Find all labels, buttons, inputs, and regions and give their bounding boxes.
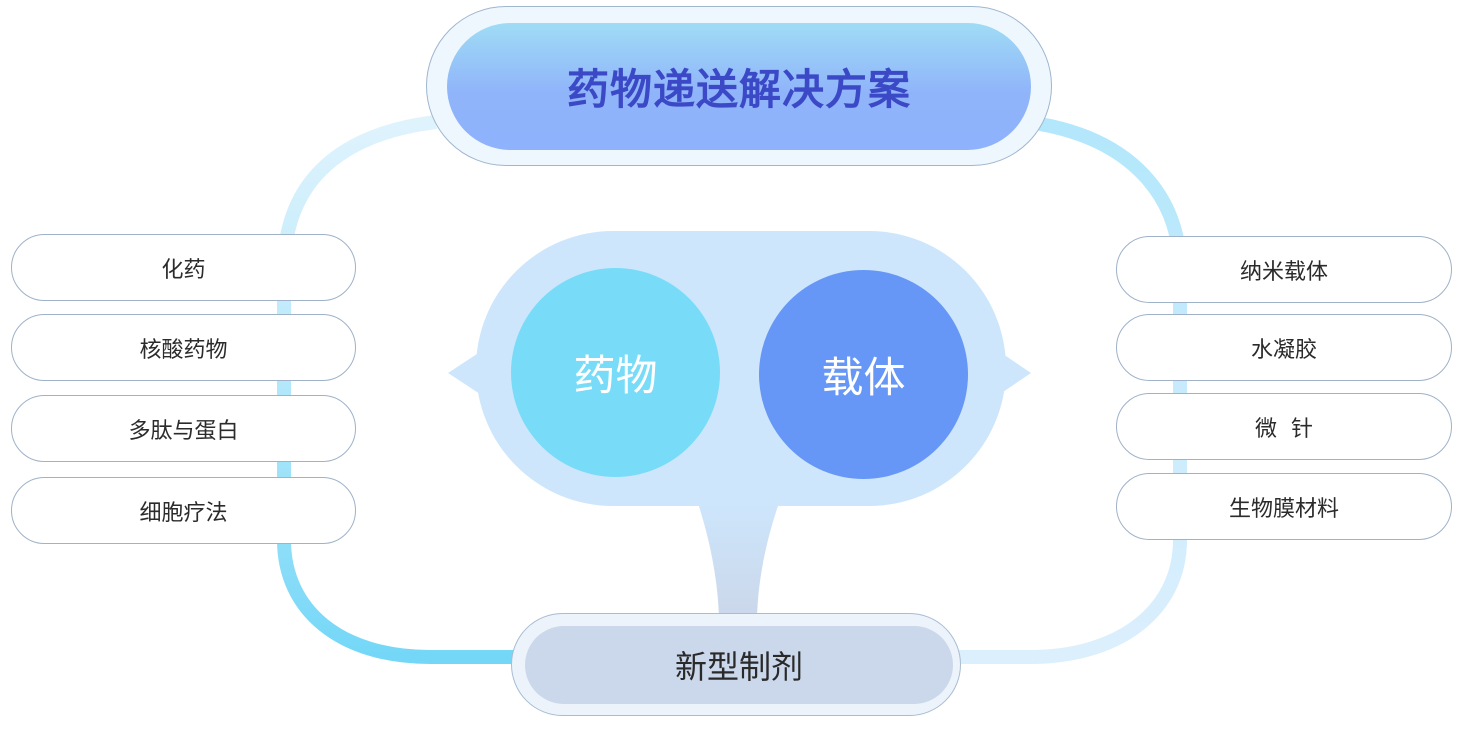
center-stem [697, 500, 780, 618]
title-pill: 药物递送解决方案 [447, 23, 1031, 150]
right-item-biomembrane-material: 生物膜材料 [1116, 473, 1452, 540]
left-item-cell-therapy: 细胞疗法 [11, 477, 356, 544]
left-item-peptide-protein: 多肽与蛋白 [11, 395, 356, 462]
center-blob-arrow-left [448, 352, 480, 394]
diagram-title: 药物递送解决方案 [566, 65, 911, 114]
left-item-nucleic-acid-drug: 核酸药物 [11, 314, 356, 381]
right-item-nano-carrier: 纳米载体 [1116, 236, 1452, 303]
carrier-circle: 载体 [759, 270, 968, 479]
center-blob-arrow-right [1000, 352, 1031, 394]
right-item-microneedle: 微 针 [1116, 393, 1452, 460]
bottom-pill-label: 新型制剂 [674, 648, 803, 686]
drug-circle: 药物 [511, 268, 720, 477]
drug-circle-label: 药物 [573, 351, 658, 400]
carrier-circle-label: 载体 [821, 353, 906, 402]
left-item-chemical-drug: 化药 [11, 234, 356, 301]
bottom-pill: 新型制剂 [525, 626, 953, 704]
right-item-hydrogel: 水凝胶 [1116, 314, 1452, 381]
right-connector [955, 117, 1187, 664]
